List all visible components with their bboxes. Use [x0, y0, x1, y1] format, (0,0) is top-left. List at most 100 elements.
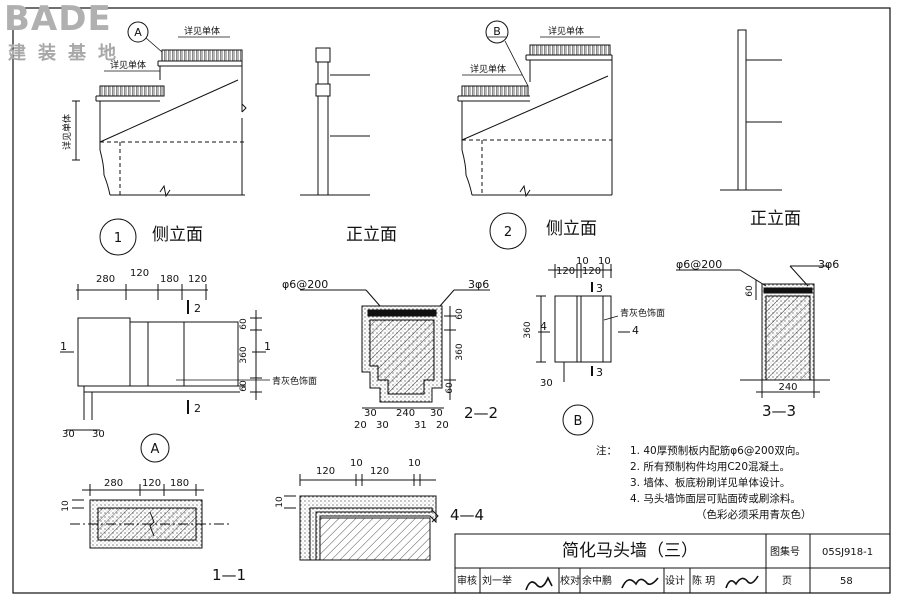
detail-11-dim-120: 120: [142, 478, 161, 489]
v2-marker-b-circle: [485, 20, 509, 44]
v1-marker-a: A: [134, 26, 142, 39]
detail-22-dim-c-20: 20: [354, 420, 367, 431]
view-2-side-elevation: [457, 44, 613, 198]
notes-prefix: 注：: [596, 445, 617, 457]
detail-11-dim-180: 180: [170, 478, 189, 489]
brand-logo-subtitle: 建装基地: [8, 43, 128, 64]
detail-a-label: A: [151, 442, 160, 457]
detail-b-dim-120: 120: [556, 266, 575, 277]
v1-marker-a-circle: [127, 21, 149, 43]
detail-b-label-circle: [562, 404, 594, 436]
v2-number-circle: [489, 212, 527, 250]
detail-33-dim-60: 60: [745, 285, 755, 297]
note-4-sub: （色彩必须采用青灰色）: [696, 509, 812, 521]
detail-44-dim-10b: 10: [408, 458, 421, 469]
detail-b-finish: 青灰色饰面: [620, 307, 665, 319]
detail-22-dim-b-30b: 30: [430, 408, 443, 419]
detail-a-dim-r-60b: 60: [239, 380, 249, 392]
detail-33-label: 3—3: [762, 402, 796, 420]
detail-44-dim-10-left: 10: [275, 496, 285, 508]
detail-b-sec-3-top: 3: [596, 282, 603, 295]
detail-22-label: 2—2: [464, 404, 498, 422]
detail-b-dim-30: 30: [540, 378, 553, 389]
v2-see-detail-1: 详见单体: [548, 25, 584, 37]
detail-22-dim-c-20b: 20: [436, 420, 449, 431]
v1-lower-cap-tiles: [99, 85, 165, 97]
detail-b-dim-120b: 120: [582, 266, 601, 277]
detail-a-dim-280: 280: [96, 274, 115, 285]
detail-b-sec-4-left: 4: [540, 320, 547, 333]
detail-b-dim-360: 360: [523, 321, 533, 338]
tb-atlas-no: 05SJ918-1: [822, 547, 873, 558]
detail-22-dim-r-360: 360: [455, 343, 465, 360]
tb-design-label: 设计: [665, 574, 685, 587]
detail-22-rebar-right: 3φ6: [468, 278, 489, 291]
detail-44-label: 4—4: [450, 506, 484, 524]
detail-33-rebar-top: φ6@200: [676, 258, 722, 271]
view-2-front-elevation: [720, 29, 782, 191]
detail-22-dim-c-30: 30: [376, 420, 389, 431]
detail-a-finish: 青灰色饰面: [272, 375, 317, 387]
detail-33-dim-240: 240: [778, 382, 797, 393]
detail-22-dim-b-240: 240: [396, 408, 415, 419]
detail-22-dim-b-30: 30: [364, 408, 377, 419]
note-3: 3. 墙体、板底粉刷详见单体设计。: [630, 477, 791, 489]
detail-b-sec-4-right: 4: [632, 324, 639, 337]
detail-22-drawing: [300, 289, 490, 409]
v2-front-label: 正立面: [750, 209, 801, 229]
note-2: 2. 所有预制构件均用C20混凝土。: [630, 461, 791, 473]
detail-a-sec-1-right: 1: [264, 340, 271, 353]
detail-a-dim-120b: 120: [188, 274, 207, 285]
tb-page-label: 页: [782, 575, 792, 587]
signature-review: [525, 576, 553, 591]
v1-see-detail-1: 详见单体: [184, 25, 220, 37]
detail-33-drawing: [676, 265, 830, 398]
detail-a-dim-r-360: 360: [239, 346, 249, 363]
detail-b-drawing: [536, 264, 630, 382]
detail-a-dim-b-30: 30: [62, 429, 75, 440]
detail-22-dim-r-60: 60: [455, 308, 465, 320]
detail-44-dim-120: 120: [316, 466, 335, 477]
detail-b-sec-3-bottom: 3: [596, 366, 603, 379]
note-4: 4. 马头墙饰面层可贴面砖或刷涂料。: [630, 493, 801, 505]
detail-a-label-circle: [140, 433, 170, 463]
detail-22-rebar-top: φ6@200: [282, 278, 328, 291]
view-1-front-elevation: [300, 47, 370, 196]
detail-b-label: B: [574, 414, 583, 429]
sheet-border: [12, 7, 891, 594]
detail-44-dim-120b: 120: [370, 466, 389, 477]
tb-review-label: 审核: [457, 574, 477, 587]
note-1: 1. 40厚预制板内配筋φ6@200双向。: [630, 445, 806, 457]
detail-b-dim-10b: 10: [598, 256, 611, 267]
v1-number: 1: [114, 231, 122, 246]
tb-atlas-label: 图集号: [770, 545, 800, 558]
signature-design: [725, 575, 759, 589]
v2-see-detail-2: 详见单体: [470, 63, 506, 75]
detail-a-sec-2-bottom: 2: [194, 402, 201, 415]
detail-a-sec-2-top: 2: [194, 302, 201, 315]
v1-see-detail-3: 详见单体: [61, 114, 73, 150]
drawing-title: 简化马头墙（三）: [562, 541, 698, 561]
v1-upper-cap-tiles: [161, 49, 243, 62]
detail-44-drawing: [284, 474, 439, 561]
v1-see-detail-2: 详见单体: [110, 59, 146, 71]
tb-check-name: 余中鹏: [582, 574, 612, 587]
v1-side-label: 侧立面: [152, 225, 203, 245]
detail-22-dim-c-31: 31: [414, 420, 427, 431]
detail-a-dim-180: 180: [160, 274, 179, 285]
v2-side-label: 侧立面: [546, 219, 597, 239]
v2-number: 2: [504, 225, 512, 240]
detail-33-rebar-right: 3φ6: [818, 258, 839, 271]
detail-a-sec-1-left: 1: [60, 340, 67, 353]
brand-logo: BADE: [4, 0, 112, 39]
detail-a-dim-120: 120: [130, 268, 149, 279]
tb-page-no: 58: [840, 576, 853, 587]
tb-design-name: 陈 玥: [692, 574, 715, 587]
title-block: [454, 533, 891, 594]
detail-b-dim-10: 10: [576, 256, 589, 267]
v2-marker-b: B: [493, 25, 501, 38]
detail-11-dim-10: 10: [61, 500, 71, 512]
v1-number-circle: [99, 218, 137, 256]
detail-a-dim-r-60: 60: [239, 318, 249, 330]
